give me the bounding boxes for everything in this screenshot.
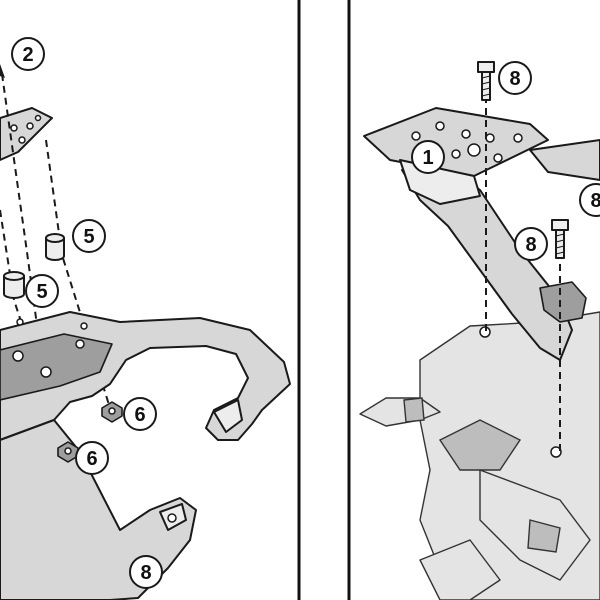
spacer-part-5-upper (45, 233, 65, 261)
spacer-part-5-lower (3, 271, 25, 299)
motorcycle-rear-frame (419, 311, 600, 600)
callout-2: 2 (11, 37, 45, 71)
callout-label: 2 (22, 44, 33, 66)
callout-8-left: 8 (129, 555, 163, 589)
callout-label: 1 (422, 147, 433, 169)
callout-8-middle: 8 (514, 227, 548, 261)
callout-label: 5 (83, 226, 94, 248)
callout-label: 8 (590, 190, 600, 212)
right-panel: 8 1 8 8 (359, 61, 600, 600)
callout-5-upper: 5 (72, 219, 106, 253)
callout-label: 8 (525, 234, 536, 256)
callout-label: 6 (134, 404, 145, 426)
bolt-part-8-middle (551, 219, 569, 259)
callout-8-edge: 8 (579, 183, 600, 217)
left-panel: 2 5 5 6 6 8 (0, 37, 291, 600)
callout-1: 1 (411, 140, 445, 174)
rack-frame (0, 311, 291, 441)
callout-6-right: 6 (123, 397, 157, 431)
callout-8-top: 8 (498, 61, 532, 95)
nut-part-6-right (101, 401, 123, 423)
callout-label: 8 (140, 562, 151, 584)
assembly-line-left-2 (45, 139, 111, 409)
bolt-part-8-top (477, 61, 495, 101)
callout-5-lower: 5 (25, 274, 59, 308)
callout-label: 5 (36, 281, 47, 303)
mounting-plate-part-1 (363, 107, 549, 205)
callout-6-left: 6 (75, 441, 109, 475)
callout-label: 6 (86, 448, 97, 470)
callout-label: 8 (509, 68, 520, 90)
turn-signal (359, 397, 441, 427)
